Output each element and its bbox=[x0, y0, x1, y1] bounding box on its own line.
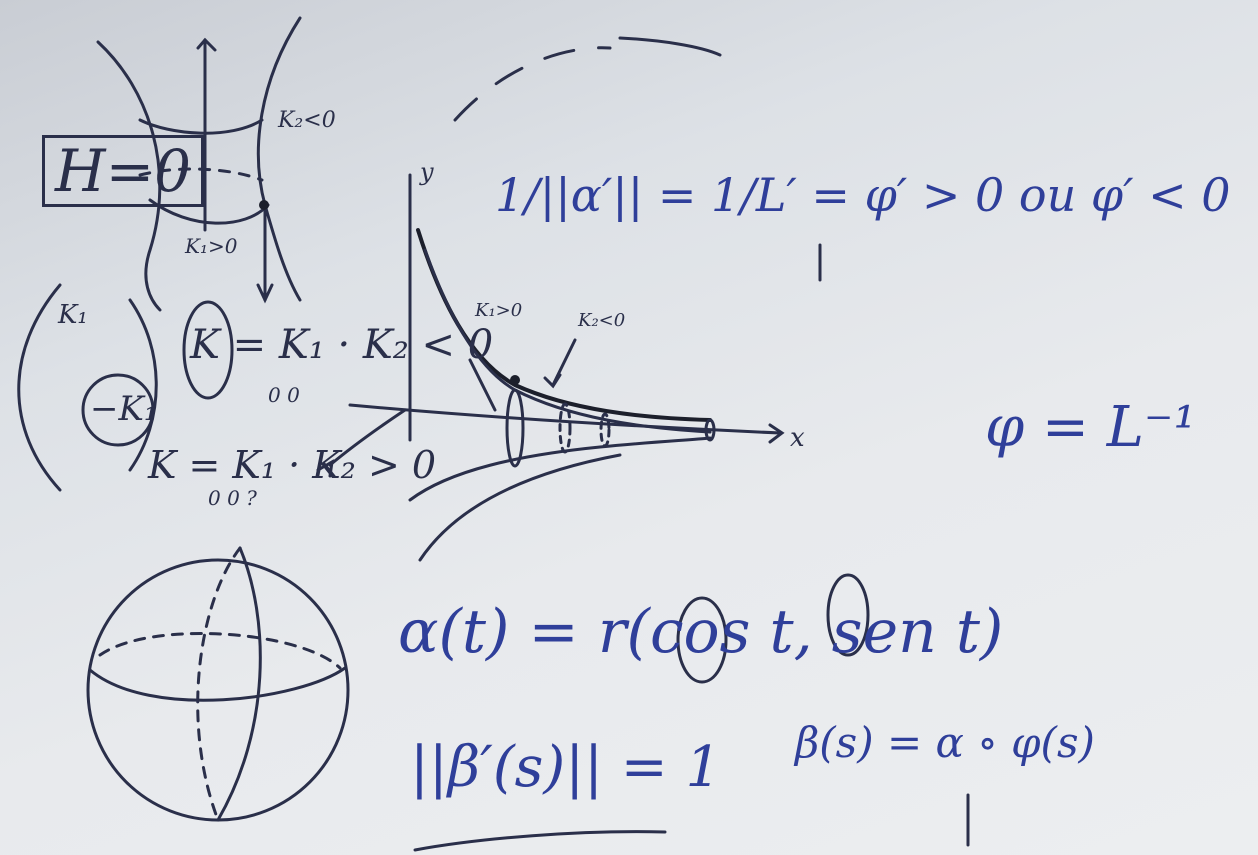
k2-negative-top-note: K₂<0 bbox=[278, 108, 336, 133]
k2-negative-mid-note: K₂<0 bbox=[578, 310, 626, 331]
point-dot bbox=[510, 375, 520, 385]
negative-curvature-marks: 0 0 bbox=[268, 383, 300, 407]
pseudosphere-sketch bbox=[408, 228, 716, 562]
minus-k1-note: −K₁ bbox=[90, 389, 158, 429]
dashed-arc bbox=[453, 46, 612, 122]
circle-mark bbox=[182, 300, 234, 400]
unit-speed-equation: ||β′(s)|| = 1 bbox=[410, 735, 722, 800]
positive-curvature-equation: K = K₁ · K₂ > 0 bbox=[148, 443, 437, 487]
circle-mark bbox=[826, 573, 870, 657]
phi-inverse-equation: φ = L⁻¹ bbox=[985, 395, 1196, 460]
left-paren-mark bbox=[17, 283, 62, 492]
beta-composition-equation: β(s) = α ∘ φ(s) bbox=[795, 718, 1095, 767]
circle-mark bbox=[676, 596, 728, 684]
x-axis-label: x bbox=[790, 423, 805, 453]
curved-arrow-head bbox=[316, 459, 334, 478]
reparametrization-equation: 1/||α′|| = 1/L′ = φ′ > 0 ou φ′ < 0 bbox=[495, 168, 1231, 222]
circle-mark bbox=[81, 373, 155, 447]
alpha-parametrization: α(t) = r(cos t, sen t) bbox=[398, 597, 1004, 667]
k1-note: K₁ bbox=[58, 300, 88, 330]
graph-axes bbox=[348, 173, 785, 444]
point-dot bbox=[259, 200, 269, 210]
curved-arrow bbox=[328, 408, 407, 467]
right-paren-mark bbox=[128, 298, 158, 472]
y-axis-label: y bbox=[420, 158, 434, 186]
k1-positive-top-note: K₁>0 bbox=[185, 234, 238, 258]
underline-stroke bbox=[413, 830, 667, 852]
h-zero-note: H=0 bbox=[42, 135, 205, 207]
k1-positive-mid-note: K₁>0 bbox=[475, 300, 523, 321]
positive-curvature-marks: 0 0 ? bbox=[208, 486, 257, 510]
sphere-sketch bbox=[86, 546, 350, 822]
negative-curvature-equation: K = K₁ · K₂ < 0 bbox=[190, 322, 494, 368]
arc-top-right bbox=[618, 36, 722, 57]
